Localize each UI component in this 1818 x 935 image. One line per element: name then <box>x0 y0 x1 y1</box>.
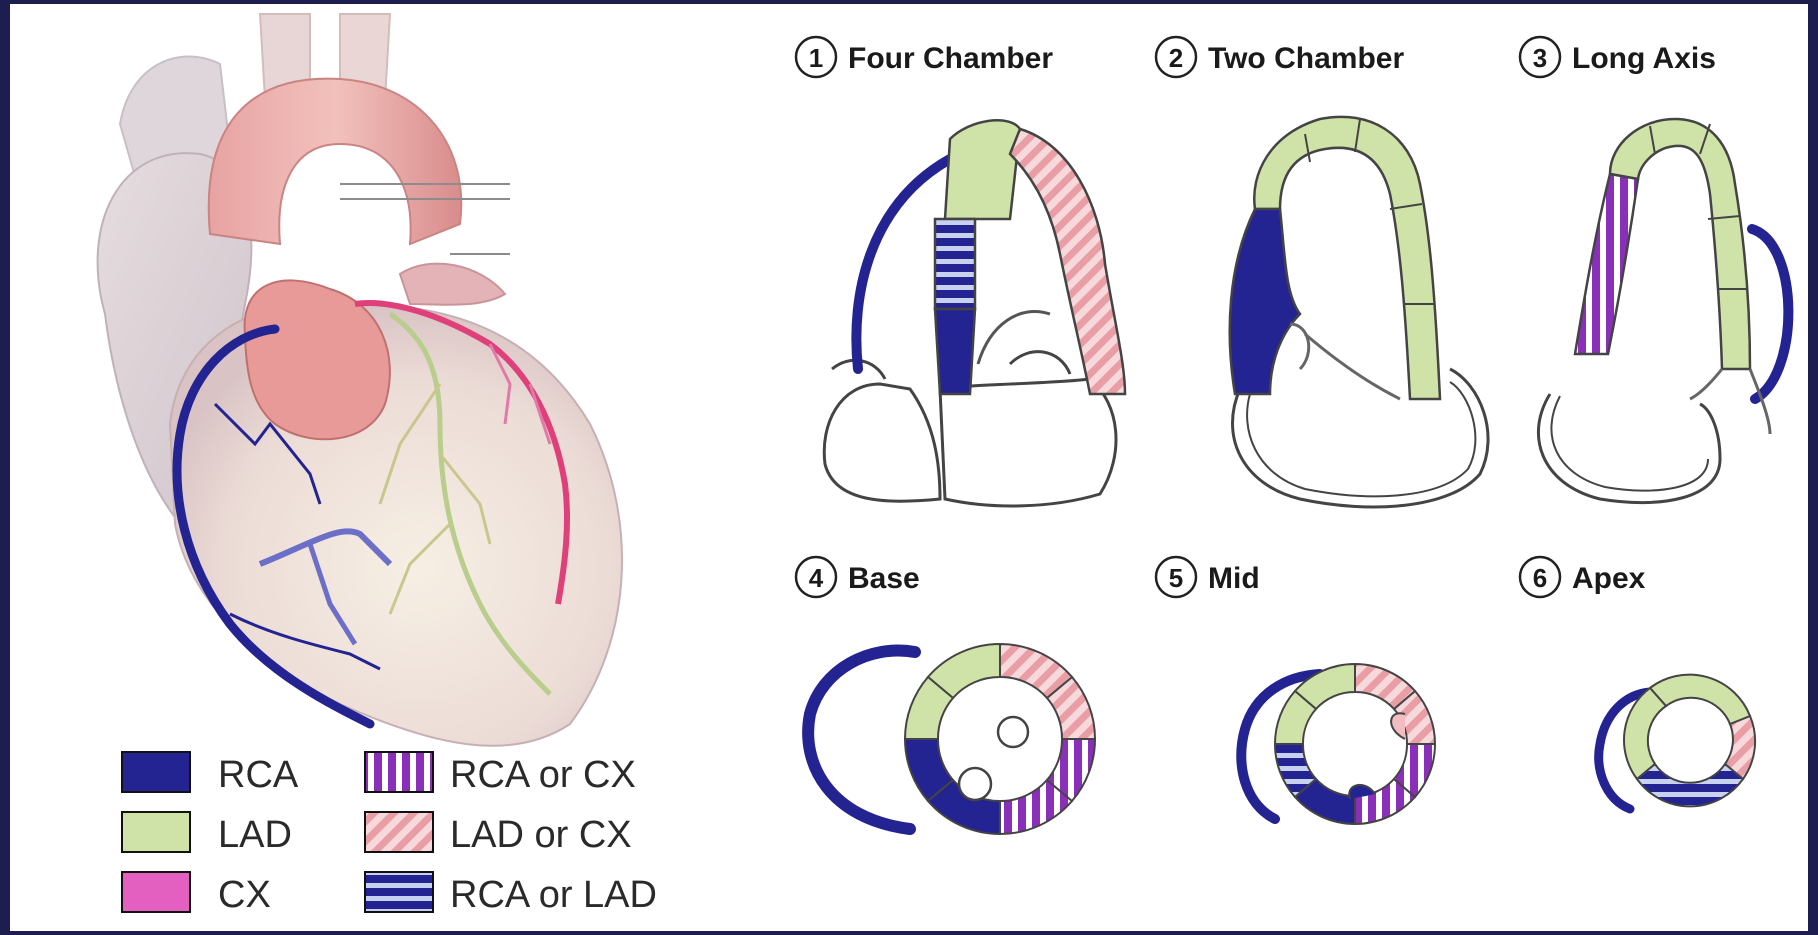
legend-label-lad: LAD <box>218 814 292 856</box>
view-number: 3 <box>1533 43 1547 73</box>
legend-item-rca-or-lad: RCA or LAD <box>365 872 657 916</box>
legend-item-lad: LAD <box>122 812 292 856</box>
legend-swatch-lad <box>122 812 190 852</box>
legend-item-cx: CX <box>122 872 271 916</box>
legend-swatch-rca-or-lad <box>365 872 433 912</box>
four-chamber-view <box>824 120 1125 506</box>
view-title-mid: 5 Mid <box>1156 557 1260 597</box>
legend-label-rca-or-lad: RCA or LAD <box>450 874 657 916</box>
figure-canvas: RCA LAD CX RCA or CX LAD or CX RCA or LA… <box>10 4 1808 931</box>
legend-label-lad-or-cx: LAD or CX <box>450 814 632 856</box>
two-chamber-view <box>1230 117 1488 507</box>
view-label: Four Chamber <box>848 42 1053 75</box>
legend-label-cx: CX <box>218 874 271 916</box>
view-title-long-axis: 3 Long Axis <box>1520 37 1716 77</box>
heart-illustration <box>98 14 622 746</box>
legend-label-rca-or-cx: RCA or CX <box>450 754 636 796</box>
view-label: Base <box>848 562 920 595</box>
apex-short-axis-view <box>1599 675 1755 809</box>
legend-label-rca: RCA <box>218 754 299 796</box>
view-title-base: 4 Base <box>796 557 920 597</box>
view-number: 6 <box>1533 563 1547 593</box>
view-number: 5 <box>1169 563 1183 593</box>
view-number: 2 <box>1169 43 1183 73</box>
view-label: Two Chamber <box>1208 42 1404 75</box>
view-label: Apex <box>1572 562 1646 595</box>
legend-item-rca: RCA <box>122 752 299 796</box>
view-label: Long Axis <box>1572 42 1716 75</box>
legend-item-lad-or-cx: LAD or CX <box>365 812 632 856</box>
base-short-axis-view <box>808 644 1095 834</box>
view-title-two-chamber: 2 Two Chamber <box>1156 37 1404 77</box>
view-number: 1 <box>809 43 823 73</box>
view-number: 4 <box>809 563 824 593</box>
legend-swatch-rca-or-cx <box>365 752 433 792</box>
legend-item-rca-or-cx: RCA or CX <box>365 752 636 796</box>
coronary-territory-diagram: RCA LAD CX RCA or CX LAD or CX RCA or LA… <box>10 4 1808 931</box>
legend: RCA LAD CX RCA or CX LAD or CX RCA or LA… <box>122 752 657 916</box>
view-title-apex: 6 Apex <box>1520 557 1646 597</box>
legend-swatch-rca <box>122 752 190 792</box>
legend-swatch-cx <box>122 872 190 912</box>
mid-short-axis-view <box>1241 664 1435 824</box>
legend-swatch-lad-or-cx <box>365 812 433 852</box>
view-title-four-chamber: 1 Four Chamber <box>796 37 1053 77</box>
view-label: Mid <box>1208 562 1260 595</box>
long-axis-view <box>1538 119 1788 503</box>
